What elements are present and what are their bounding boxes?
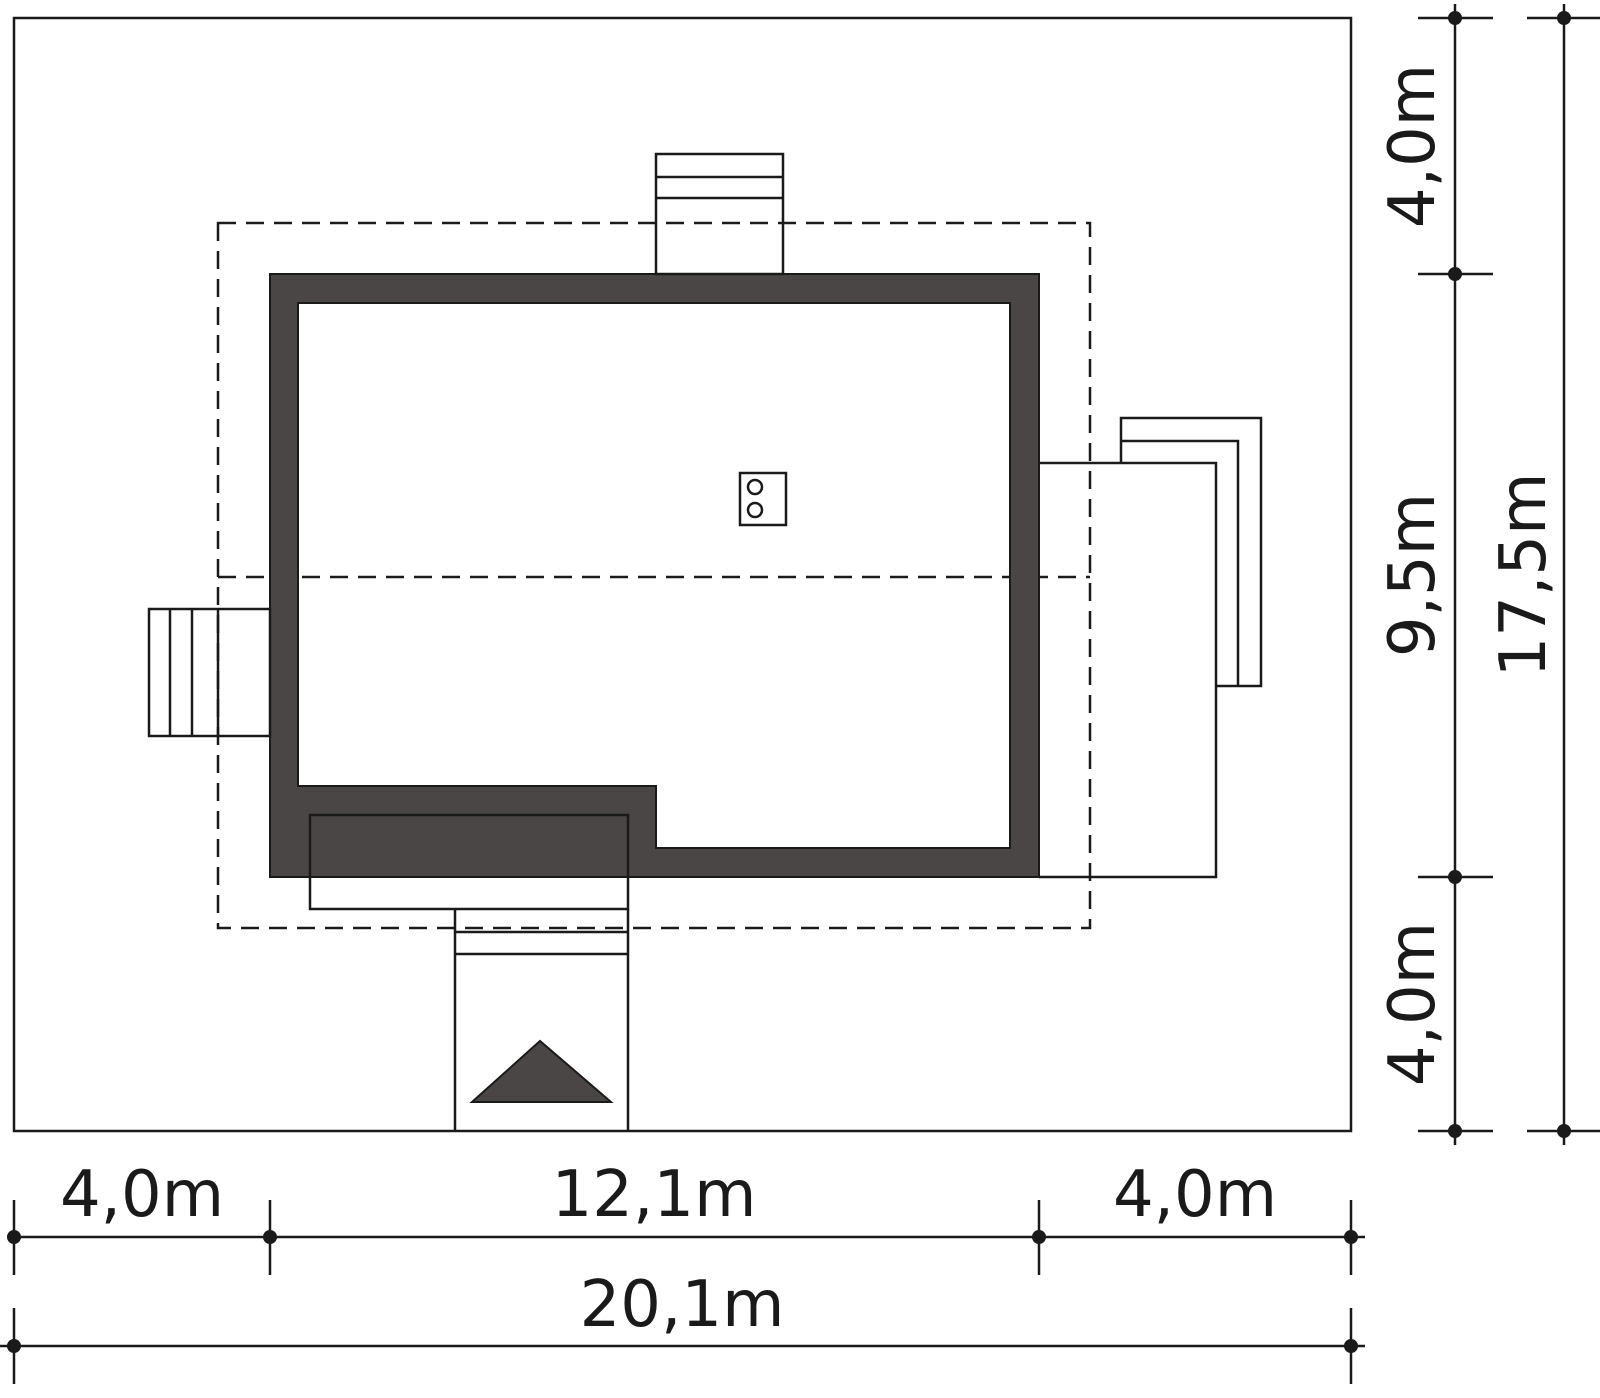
dimension-right-top: 4,0m: [1376, 64, 1450, 228]
dimension-bottom-right: 4,0m: [1113, 1158, 1277, 1232]
driveway: [453, 909, 630, 1131]
right-total-dimension-column: [1527, 4, 1600, 1145]
triangle-icon: [469, 1039, 614, 1103]
roof-outline: [216, 221, 1092, 930]
dimension-bottom-total: 20,1m: [580, 1268, 785, 1342]
front-porch: [308, 813, 630, 911]
right-dimension-column: [1418, 4, 1493, 1145]
plot-boundary: [12, 16, 1353, 1133]
chimney-icon: [738, 471, 788, 527]
dimension-right-total: 17,5m: [1487, 473, 1561, 678]
building-walls: [269, 273, 1040, 878]
right-terrace: [1039, 416, 1263, 879]
bottom-total-dimension-row: [0, 1308, 1365, 1384]
bottom-dimension-row: [7, 1200, 1365, 1275]
left-stairs: [147, 607, 272, 738]
dimension-bottom-middle: 12,1m: [552, 1158, 757, 1232]
top-stairs: [654, 152, 785, 276]
dimension-bottom-left: 4,0m: [60, 1158, 224, 1232]
dimension-right-bottom: 4,0m: [1376, 922, 1450, 1086]
dimension-right-middle: 9,5m: [1376, 493, 1450, 657]
